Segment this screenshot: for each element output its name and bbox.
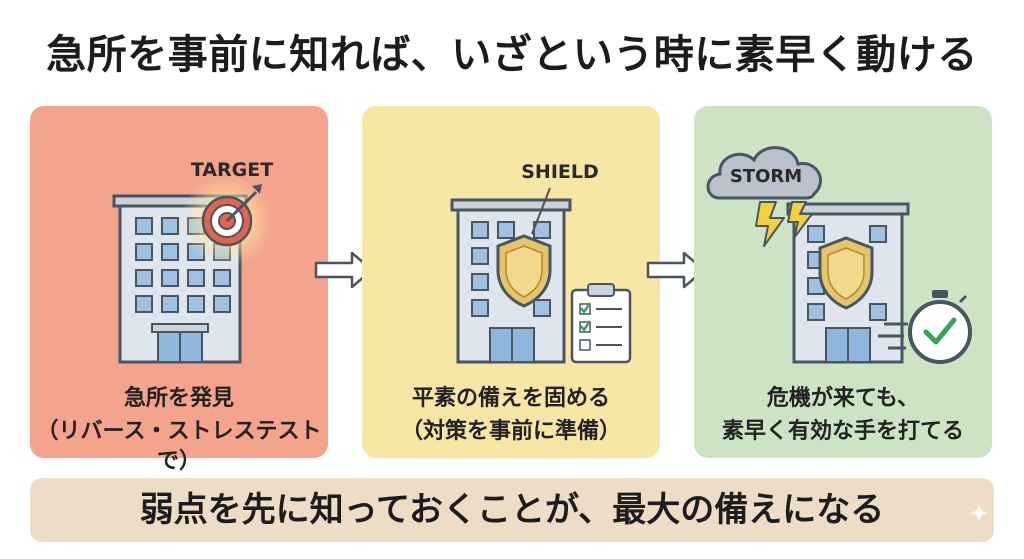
caption-target-line2: （リバース・ストレステストで） <box>36 419 322 474</box>
shield-icon <box>818 236 874 310</box>
caption-shield-line1: 平素の備えを固める <box>411 386 610 411</box>
checklist-icon <box>570 283 632 364</box>
lightning-icon <box>755 201 813 247</box>
target-icon <box>201 184 262 247</box>
caption-storm-line1: 危機が来ても、 <box>766 386 920 411</box>
panel-shield: SHIELD 平素の備えを固める （対策を事前に準備） <box>362 106 660 458</box>
panel-storm: STORM 危機が来ても、 素早く有効な手を打てる <box>694 106 992 458</box>
building-icon: SHIELD <box>450 161 632 364</box>
caption-target-line1: 急所を発見 <box>123 386 234 411</box>
sparkle-icon <box>969 503 989 523</box>
building-icon: STORM <box>706 146 972 364</box>
storm-cloud-icon <box>706 146 822 200</box>
target-label: TARGET <box>191 159 273 181</box>
shield-icon <box>496 187 552 308</box>
bottom-banner: 弱点を先に知っておくことが、最大の備えになる <box>30 478 994 542</box>
caption-storm-line2: 素早く有効な手を打てる <box>721 419 964 444</box>
caption-shield-line2: （対策を事前に準備） <box>400 419 621 444</box>
stopwatch-icon <box>878 290 972 364</box>
page-title: 急所を事前に知れば、いざという時に素早く動ける <box>46 32 978 78</box>
storm-label: STORM <box>730 166 802 187</box>
panel-target: TARGET 急所を発見 （リバース・ストレステストで） <box>30 106 328 474</box>
building-icon: TARGET <box>112 159 273 364</box>
shield-label: SHIELD <box>521 161 599 183</box>
